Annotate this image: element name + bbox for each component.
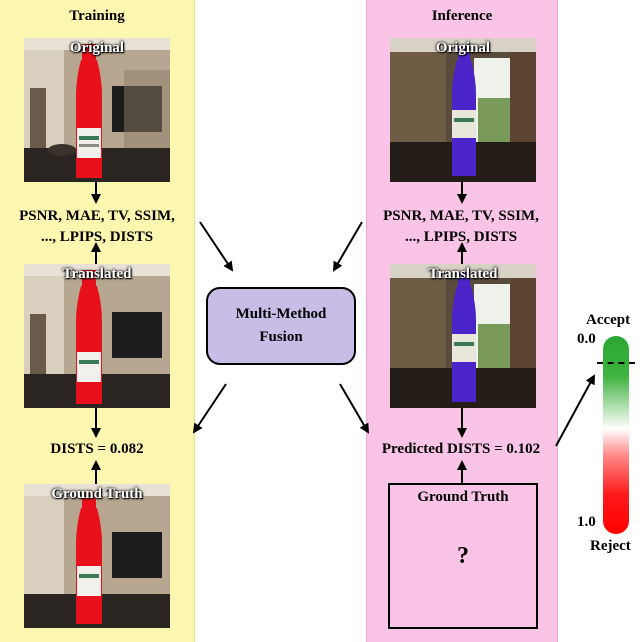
training-original-image: Original bbox=[24, 38, 170, 182]
scale-max-value: 1.0 bbox=[577, 514, 596, 530]
scale-threshold-marker bbox=[597, 362, 635, 364]
inference-metrics-line1: PSNR, MAE, TV, SSIM, bbox=[383, 208, 539, 224]
training-metrics: PSNR, MAE, TV, SSIM, ..., LPIPS, DISTS bbox=[0, 206, 194, 248]
arrow-fusion-to-infer-score bbox=[339, 383, 370, 434]
training-metrics-line2: ..., LPIPS, DISTS bbox=[40, 229, 154, 245]
inference-ground-truth-box: Ground Truth ? bbox=[388, 483, 538, 629]
inference-metrics: PSNR, MAE, TV, SSIM, ..., LPIPS, DISTS bbox=[366, 206, 556, 248]
fusion-line2: Fusion bbox=[259, 329, 303, 345]
accept-reject-scale-bar bbox=[603, 336, 629, 534]
arrow-train-metrics-to-fusion bbox=[199, 221, 234, 272]
inference-ground-truth-label: Ground Truth bbox=[417, 489, 509, 505]
inference-original-image: Original bbox=[390, 38, 536, 182]
scale-reject-label: Reject bbox=[590, 538, 631, 554]
training-title: Training bbox=[69, 8, 125, 24]
inference-title: Inference bbox=[431, 8, 493, 24]
inference-translated-label: Translated bbox=[428, 266, 498, 282]
arrow-score-to-scale bbox=[555, 374, 595, 447]
training-original-label: Original bbox=[69, 40, 125, 56]
fusion-line1: Multi-Method bbox=[235, 306, 327, 322]
training-ground-truth-label: Ground Truth bbox=[51, 486, 143, 502]
inference-original-label: Original bbox=[435, 40, 491, 56]
training-ground-truth-image: Ground Truth bbox=[24, 484, 170, 628]
arrow-infer-metrics-to-fusion bbox=[332, 221, 363, 272]
scale-accept-label: Accept bbox=[586, 312, 631, 328]
training-metrics-line1: PSNR, MAE, TV, SSIM, bbox=[19, 208, 175, 224]
training-translated-label: Translated bbox=[62, 266, 132, 282]
inference-metrics-line2: ..., LPIPS, DISTS bbox=[404, 229, 518, 245]
inference-predicted-dists: Predicted DISTS = 0.102 bbox=[381, 441, 541, 457]
training-translated-image: Translated bbox=[24, 264, 170, 408]
multi-method-fusion-box: Multi-Method Fusion bbox=[206, 287, 356, 365]
arrow-fusion-to-train-score bbox=[192, 383, 227, 434]
scale-min-value: 0.0 bbox=[577, 331, 596, 347]
training-dists-score: DISTS = 0.082 bbox=[50, 441, 144, 457]
inference-translated-image: Translated bbox=[390, 264, 536, 408]
unknown-ground-truth-mark: ? bbox=[457, 543, 469, 569]
